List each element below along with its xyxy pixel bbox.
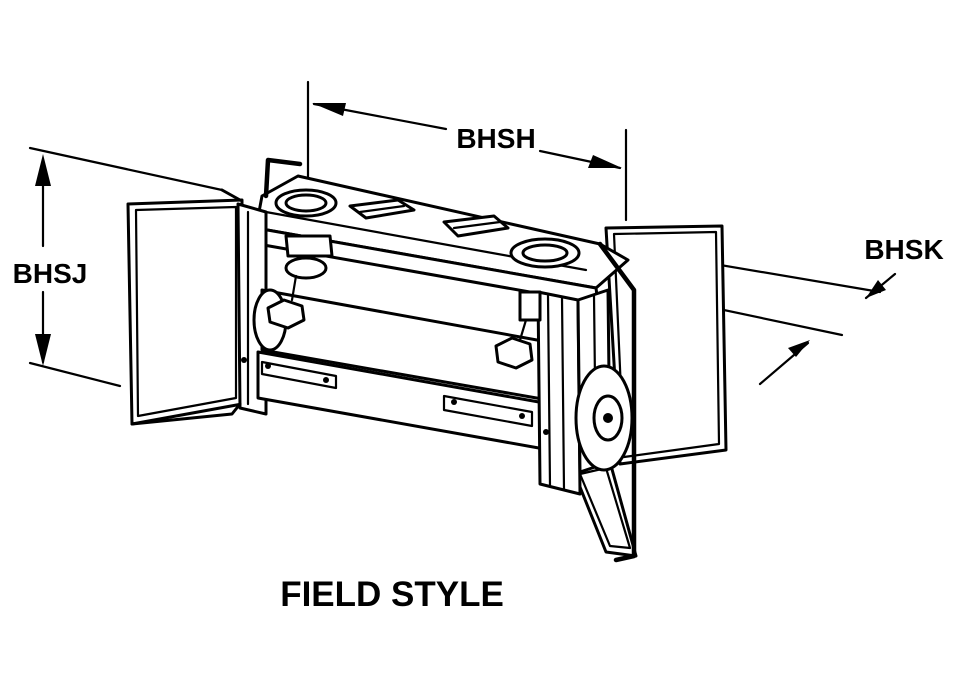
left-wind-screen	[126, 188, 244, 426]
handle-wire-right	[597, 241, 637, 563]
right-folding-leg	[572, 460, 638, 558]
arrowhead-lower	[788, 340, 810, 357]
base-plate-slot-left	[260, 360, 338, 390]
pump-axle	[603, 413, 613, 423]
base-plate-slot-right	[442, 394, 534, 428]
dimension-label-bhsk: BHSK	[864, 234, 943, 265]
rivet-3	[451, 399, 457, 405]
stove-body	[236, 174, 630, 496]
caption-title: FIELD STYLE	[280, 575, 504, 614]
right-end-channel-1	[546, 294, 552, 488]
right-end-channel-2	[560, 296, 566, 492]
arrowhead-top	[35, 154, 51, 186]
hex-nut-right	[494, 336, 534, 370]
left-screen-hinge	[220, 188, 242, 202]
extension-line-top	[28, 146, 224, 192]
valve-knob-left-grip	[358, 204, 406, 214]
rivet-5	[543, 429, 549, 435]
right-end-frame	[536, 290, 582, 496]
arrowhead-right	[588, 155, 622, 168]
burner-left-inner	[284, 193, 328, 213]
fitting-left-body	[284, 234, 334, 258]
hex-nut-left	[266, 298, 306, 330]
rivet-1	[265, 363, 271, 369]
dimension-bhsh: BHSH	[306, 80, 628, 222]
left-screen-panel	[126, 198, 244, 426]
left-leg-wire	[130, 402, 242, 426]
arrowhead-bottom	[35, 334, 51, 366]
handle-wires	[130, 157, 637, 563]
valve-knob-right-grip	[452, 220, 502, 230]
handle-wire-left	[263, 157, 303, 199]
fuel-line-right	[518, 318, 528, 342]
dimension-label-bhsj: BHSJ	[13, 258, 88, 289]
left-screen-inner-frame	[134, 205, 238, 418]
burner-right-inner	[521, 243, 569, 263]
extension-line-bottom	[28, 361, 122, 388]
folding-leg-panel	[572, 460, 638, 558]
arrowhead-left	[312, 103, 346, 116]
dimension-label-bhsh: BHSH	[456, 123, 535, 154]
dimension-bhsk: BHSK	[618, 234, 944, 386]
rivet-2	[323, 377, 329, 383]
fitting-right-body	[518, 290, 542, 322]
dimension-bhsj: BHSJ	[13, 146, 224, 388]
burners	[274, 188, 581, 269]
rivet-6	[241, 357, 247, 363]
fitting-left-nut	[284, 256, 328, 280]
fuel-line-left	[290, 274, 298, 302]
pump-assembly	[574, 364, 634, 472]
fuel-fittings	[266, 234, 542, 370]
arrowhead-upper	[866, 280, 886, 298]
rivet-4	[519, 413, 525, 419]
